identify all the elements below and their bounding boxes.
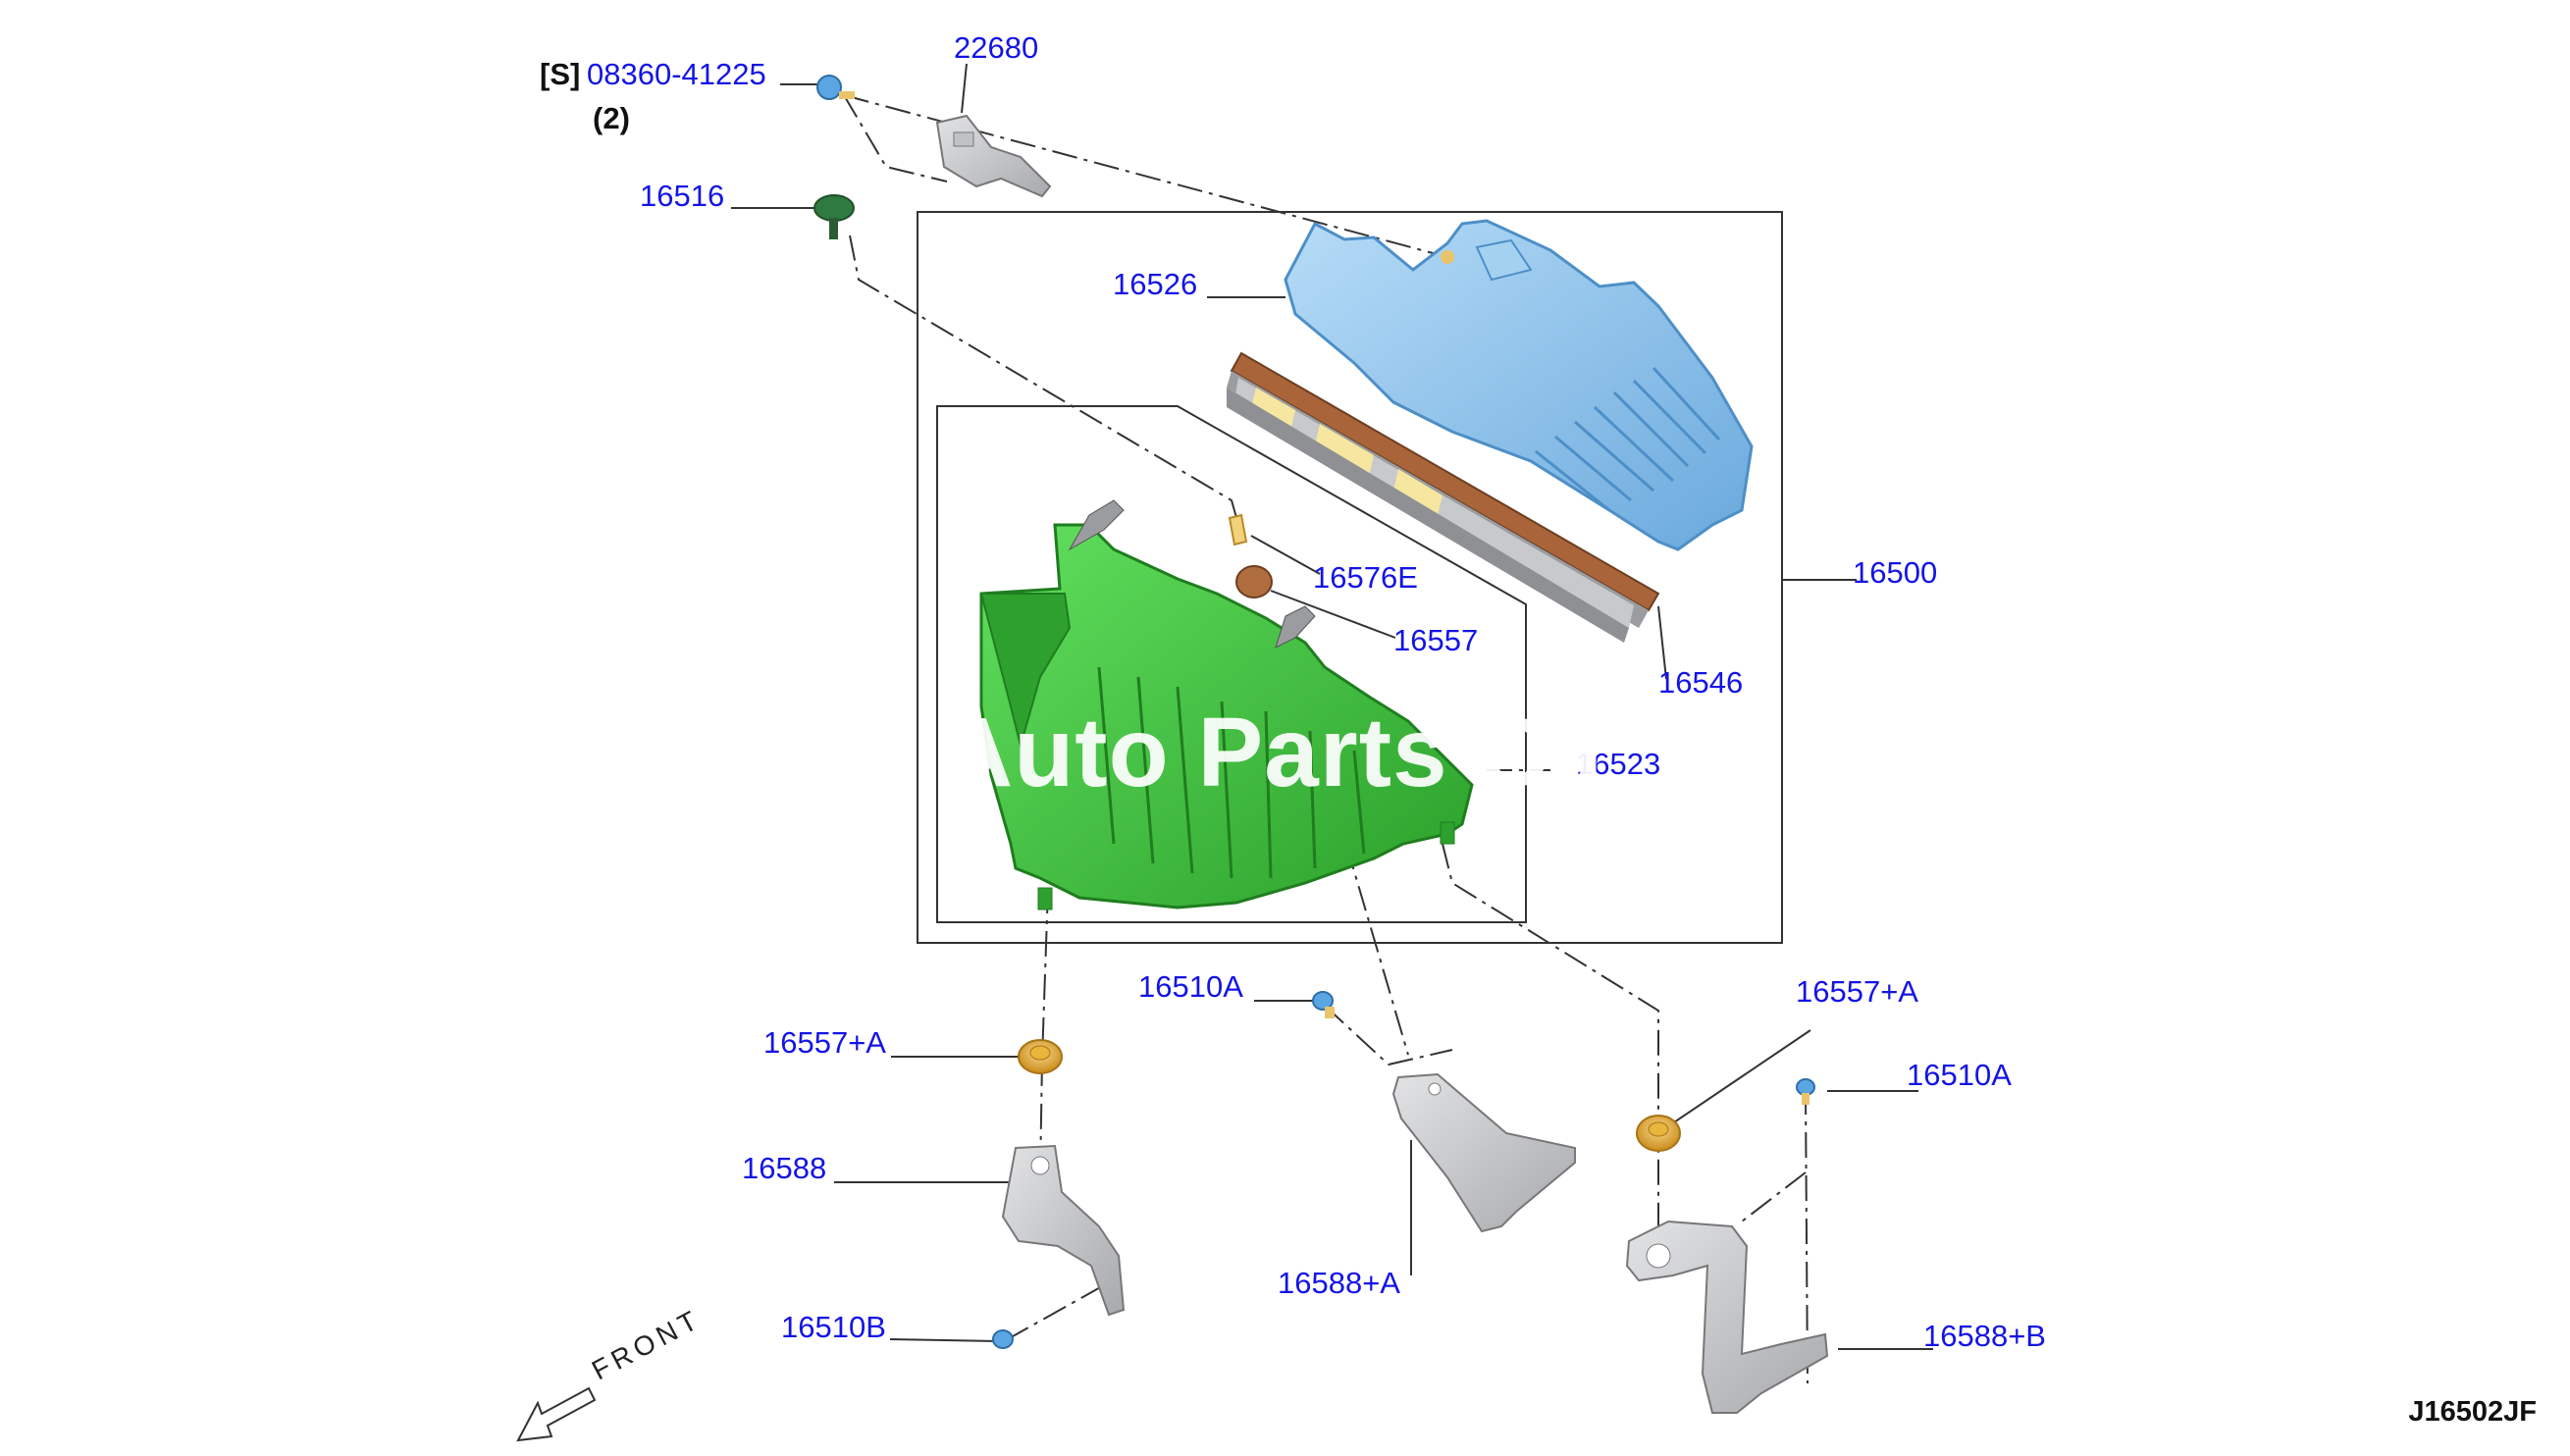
part-16510B-clip <box>992 1329 1014 1349</box>
part-16510A-mid <box>1312 991 1335 1018</box>
label-16523[interactable]: 16523 <box>1576 747 1661 781</box>
label-16500[interactable]: 16500 <box>1853 555 1938 590</box>
part-16557-insulator <box>1235 565 1273 598</box>
part-22680-sensor <box>935 114 1052 198</box>
label-16557[interactable]: 16557 <box>1393 623 1479 657</box>
label-16576E[interactable]: 16576E <box>1313 560 1418 595</box>
part-16576E-clip <box>1228 513 1248 546</box>
diagram-reference-code: J16502JF <box>2408 1396 2537 1428</box>
label-qty-2: (2) <box>593 101 630 135</box>
label-08360-41225[interactable]: 08360-41225 <box>587 57 766 91</box>
part-16588B-bracket <box>1625 1220 1829 1414</box>
label-16546[interactable]: 16546 <box>1658 665 1744 700</box>
label-s-marker: [S] <box>540 57 581 91</box>
label-22680[interactable]: 22680 <box>954 30 1039 65</box>
part-16546-filter-element <box>1227 351 1660 643</box>
part-16510A-right <box>1796 1078 1815 1105</box>
watermark: Auto Parts Ca <box>942 698 1604 807</box>
label-16510A-mid[interactable]: 16510A <box>1138 969 1243 1004</box>
bolt-08360-41225 <box>816 75 855 100</box>
part-16526-upper-cover <box>1284 219 1754 551</box>
label-16510B[interactable]: 16510B <box>781 1310 886 1344</box>
label-16557A-right[interactable]: 16557+A <box>1796 974 1918 1009</box>
part-16557A-left-grommet <box>1018 1039 1063 1074</box>
label-16557A-left[interactable]: 16557+A <box>763 1025 886 1060</box>
label-16510A-right[interactable]: 16510A <box>1907 1058 2012 1092</box>
label-16516[interactable]: 16516 <box>640 179 725 213</box>
label-16526[interactable]: 16526 <box>1113 267 1198 301</box>
part-16523-lower-case <box>979 499 1474 910</box>
part-16516 <box>813 194 855 239</box>
part-16588A-bracket <box>1391 1072 1576 1233</box>
part-16557A-right-grommet <box>1636 1115 1681 1152</box>
label-16588B[interactable]: 16588+B <box>1923 1319 2046 1353</box>
label-16588[interactable]: 16588 <box>742 1151 827 1185</box>
front-arrow-icon <box>516 1386 597 1442</box>
label-16588A[interactable]: 16588+A <box>1278 1266 1400 1300</box>
lower-case-frame <box>936 405 1527 923</box>
assembly-16500-frame <box>917 211 1783 944</box>
part-16588-bracket <box>1001 1144 1126 1317</box>
